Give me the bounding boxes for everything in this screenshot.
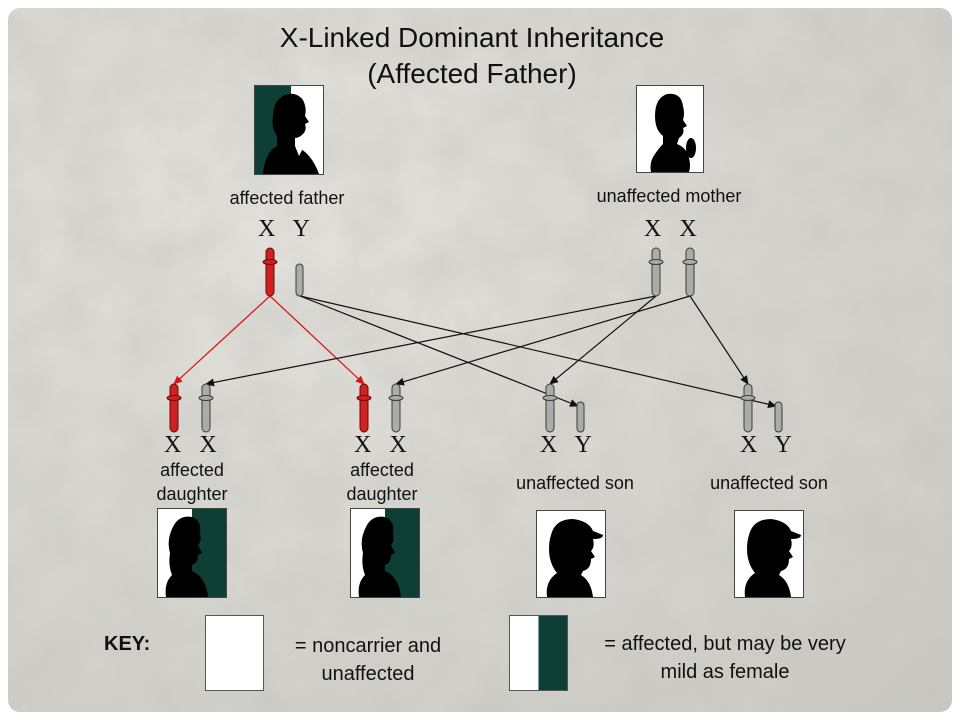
arrow-father-x-to-daughter2 [269, 295, 365, 385]
father-portrait [254, 85, 324, 175]
arrow-mother-x1-to-son1 [549, 295, 657, 385]
arrow-mother-x1-to-daughter1 [205, 295, 657, 387]
son1-x-from-mother [542, 383, 558, 433]
mother-portrait [636, 85, 704, 173]
mother-x-chromosome-2 [682, 247, 698, 297]
daughter1-x-from-mother [198, 383, 214, 433]
arrow-mother-x2-to-daughter2 [395, 295, 691, 386]
key-noncarrier-text: = noncarrier and unaffected [294, 635, 442, 685]
father-label: affected father [229, 188, 345, 208]
son1-portrait [536, 510, 606, 598]
son1-y-from-father [576, 401, 585, 433]
diagram-subtitle: (Affected Father) [367, 58, 577, 89]
key-heading: KEY: [104, 633, 151, 655]
son2-y-from-father [774, 401, 783, 433]
daughter2-label: affected daughter [346, 460, 418, 504]
diagram-title: X-Linked Dominant Inheritance [279, 22, 665, 53]
key-noncarrier-swatch [205, 615, 264, 691]
mother-chromosome-letters: X X [644, 216, 699, 242]
son2-chromosome-letters: X Y [740, 432, 794, 458]
son2-label: unaffected son [710, 473, 828, 493]
daughter2-portrait [350, 508, 420, 598]
father-x-chromosome [262, 247, 278, 297]
male-silhouette-icon [255, 86, 323, 174]
son1-chromosome-letters: X Y [540, 432, 594, 458]
boy-with-cap-silhouette-icon [546, 519, 603, 597]
son1-label: unaffected son [516, 473, 634, 493]
arrow-father-x-to-daughter1 [173, 295, 271, 385]
daughter2-x-from-father [356, 383, 372, 433]
daughter1-portrait [157, 508, 227, 598]
daughter1-label: affected daughter [156, 460, 228, 504]
daughter2-chromosome-letters: X X [354, 432, 409, 458]
daughter1-chromosome-letters: X X [164, 432, 219, 458]
daughter2-x-from-mother [388, 383, 404, 433]
key-affected-swatch [509, 615, 568, 691]
mother-label: unaffected mother [596, 186, 742, 206]
key-affected-text: = affected, but may be very mild as fema… [604, 633, 846, 683]
son2-portrait [734, 510, 804, 598]
female-silhouette-icon [650, 93, 696, 172]
father-y-chromosome [295, 263, 304, 297]
father-chromosome-letters: X Y [258, 216, 312, 242]
girl-silhouette-icon [351, 509, 419, 597]
arrow-father-y-to-son2 [299, 295, 777, 409]
arrow-mother-x2-to-son2 [689, 295, 749, 385]
arrow-father-y-to-son1 [299, 295, 579, 407]
girl-silhouette-icon [158, 509, 226, 597]
boy-with-cap-silhouette-icon [744, 519, 801, 597]
daughter1-x-from-father [166, 383, 182, 433]
mother-x-chromosome-1 [648, 247, 664, 297]
son2-x-from-mother [740, 383, 756, 433]
